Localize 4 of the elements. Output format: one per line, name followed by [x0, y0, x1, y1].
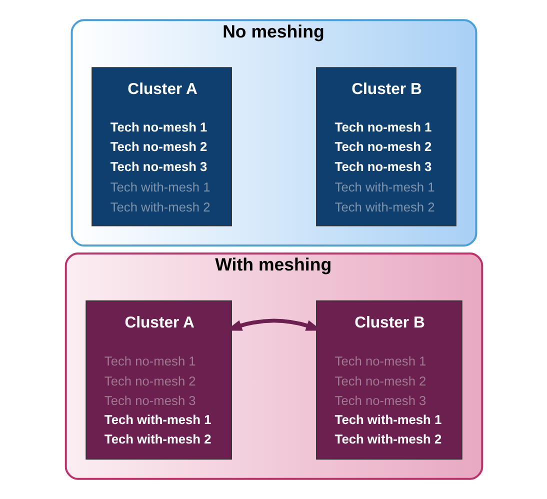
- node-box: Cluster B Tech no-mesh 1 Tech no-mesh 2 Tech no-mesh 3 Tech with-mesh 1 Tech with-mesh 2: [316, 300, 462, 460]
- node-box: Cluster B Tech no-mesh 1 Tech no-mesh 2 Tech no-mesh 3 Tech with-mesh 1 Tech with-mesh 2: [316, 67, 456, 226]
- node-box: Cluster A Tech no-mesh 1 Tech no-mesh 2 Tech no-mesh 3 Tech with-mesh 1 Tech with-mesh 2: [85, 300, 232, 460]
- node-box: Cluster A Tech no-mesh 1 Tech no-mesh 2 Tech no-mesh 3 Tech with-mesh 1 Tech with-mesh 2: [91, 67, 232, 226]
